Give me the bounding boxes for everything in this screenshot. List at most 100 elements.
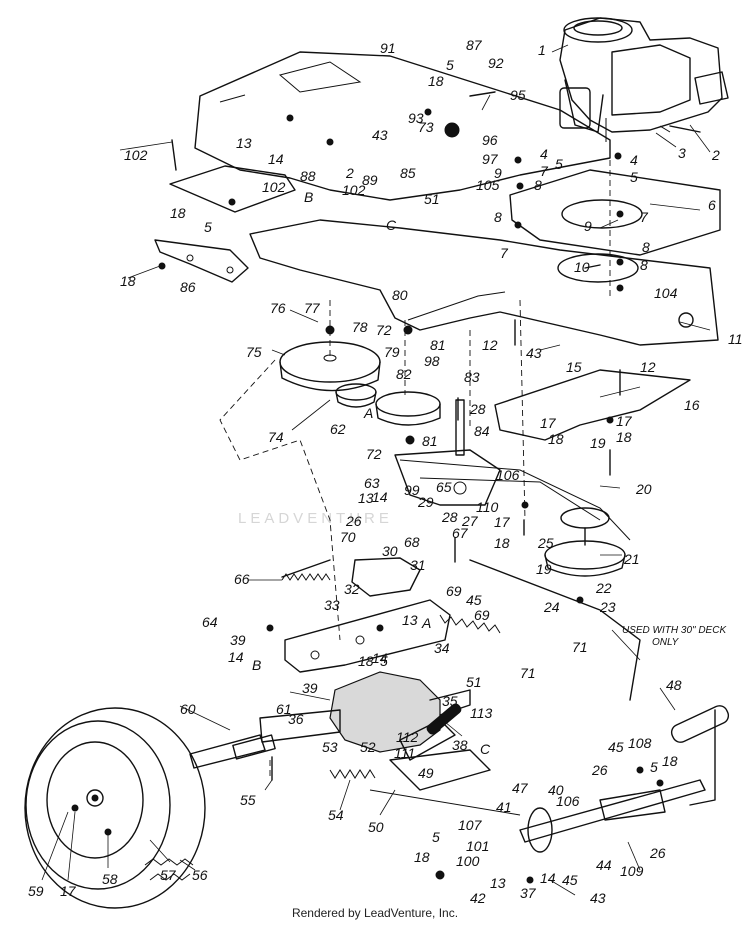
callout-label: 5 <box>380 653 388 669</box>
callout-label: 17 <box>616 413 633 429</box>
callout-label: 12 <box>482 337 498 353</box>
callout-label: 60 <box>180 701 196 717</box>
callout-label: 107 <box>458 817 483 833</box>
callout-label: 69 <box>446 583 462 599</box>
callout-label: A <box>363 405 373 421</box>
callout-label: 110 <box>476 499 499 515</box>
floor-pan <box>249 219 719 346</box>
idler-arm <box>351 557 421 597</box>
callout-label: 66 <box>234 571 250 587</box>
callout-label: 77 <box>304 300 321 316</box>
callout-label: 68 <box>404 534 420 550</box>
callout-label: 14 <box>540 870 556 886</box>
callout-label: 14 <box>228 649 244 665</box>
callout-label: 19 <box>536 561 552 577</box>
spring-34 <box>439 614 501 634</box>
callout-label: 17 <box>494 514 511 530</box>
callout-label: C <box>386 217 397 233</box>
callout-label: 41 <box>496 799 512 815</box>
callout-label: 95 <box>510 87 526 103</box>
callout-label: 18 <box>548 431 564 447</box>
callout-label: 83 <box>464 369 480 385</box>
callout-label: 111 <box>394 745 415 761</box>
callout-label: 99 <box>404 482 420 498</box>
deck-note-line-1: USED WITH 30" DECK <box>622 625 727 636</box>
fasteners <box>71 91 701 884</box>
callout-label: B <box>304 189 313 205</box>
engine <box>559 17 729 142</box>
callout-label: 14 <box>372 489 388 505</box>
callout-label: 5 <box>204 219 212 235</box>
callout-label: 18 <box>494 535 510 551</box>
callout-label: 18 <box>414 849 430 865</box>
callout-label: 52 <box>360 739 376 755</box>
callout-label: 79 <box>384 344 400 360</box>
callout-label: 102 <box>262 179 286 195</box>
callout-label: 26 <box>591 762 608 778</box>
callout-label: 29 <box>417 494 434 510</box>
callout-label: 13 <box>236 135 252 151</box>
callout-label: 38 <box>452 737 468 753</box>
callout-label: 47 <box>512 780 529 796</box>
callout-label: 19 <box>590 435 606 451</box>
callout-label: 102 <box>124 147 148 163</box>
callout-label: 18 <box>120 273 136 289</box>
pulley-small <box>335 383 377 408</box>
callout-label: 5 <box>555 156 563 172</box>
callout-label: 27 <box>461 513 479 529</box>
callout-label: 13 <box>490 875 506 891</box>
callout-label: 85 <box>400 165 416 181</box>
callout-label: 35 <box>442 693 458 709</box>
pulley-large <box>279 341 381 392</box>
callout-label: 17 <box>540 415 557 431</box>
callout-label: 91 <box>380 40 396 56</box>
callout-label: 18 <box>170 205 186 221</box>
callout-label: 81 <box>422 433 438 449</box>
callout-label: 26 <box>649 845 666 861</box>
callout-label: 106 <box>496 467 520 483</box>
callout-label: 48 <box>666 677 682 693</box>
callout-label: 32 <box>344 581 360 597</box>
callout-label: 12 <box>640 359 656 375</box>
callout-label: 72 <box>366 446 382 462</box>
callout-label: 11 <box>728 331 743 347</box>
callout-label: 50 <box>368 819 384 835</box>
callout-label: 59 <box>28 883 44 899</box>
callout-label: 71 <box>520 665 536 681</box>
callout-label: 56 <box>192 867 208 883</box>
axle-bracket <box>284 599 451 673</box>
callout-label: 45 <box>608 739 624 755</box>
callout-label: 70 <box>340 529 356 545</box>
footrest-bracket <box>154 165 296 283</box>
callout-label: 112 <box>396 729 419 745</box>
callout-label: 8 <box>494 209 502 225</box>
callout-label: 109 <box>620 863 644 879</box>
callout-label: 2 <box>345 165 354 181</box>
rear-tire <box>24 707 206 909</box>
callout-label: 31 <box>410 557 426 573</box>
pulley-21 <box>544 507 626 577</box>
callout-label: A <box>421 615 431 631</box>
spring-54 <box>329 769 376 779</box>
callout-label: 25 <box>537 535 554 551</box>
callout-label: 24 <box>543 599 560 615</box>
watermark: LEADVENTURE <box>238 510 393 527</box>
callout-label: 6 <box>708 197 716 213</box>
callout-label: 42 <box>470 890 486 906</box>
callout-label: 3 <box>678 145 686 161</box>
callout-label: 8 <box>640 257 648 273</box>
callout-label: 98 <box>424 353 440 369</box>
callout-label: 34 <box>434 640 450 656</box>
callout-label: 72 <box>376 322 392 338</box>
callout-label: 88 <box>300 168 316 184</box>
callout-label: 21 <box>623 551 640 567</box>
callout-label: 51 <box>466 674 482 690</box>
callout-label: 43 <box>372 127 388 143</box>
deck-note: USED WITH 30" DECK ONLY <box>622 625 727 648</box>
callout-label: 40 <box>548 782 564 798</box>
callout-label: 20 <box>635 481 652 497</box>
callout-label: 69 <box>474 607 490 623</box>
callout-label: 10 <box>574 259 590 275</box>
